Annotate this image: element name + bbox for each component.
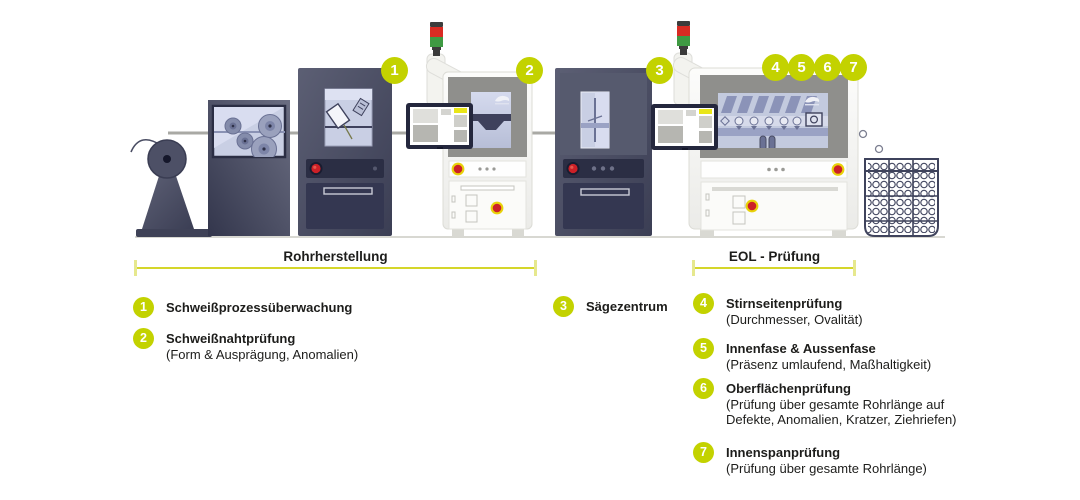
drawer-handle xyxy=(460,185,515,191)
saw-machine xyxy=(555,68,652,236)
legend-title-1: Schweißprozessüberwachung xyxy=(166,300,353,315)
legend-title-3: Sägezentrum xyxy=(586,299,668,314)
legend-num-3: 3 xyxy=(553,296,574,317)
legend-title-6: Oberflächenprüfung xyxy=(726,381,851,396)
legend-num-4: 4 xyxy=(693,293,714,314)
legend-sub-2: (Form & Ausprägung, Anomalien) xyxy=(166,346,359,362)
weld-sensor xyxy=(352,97,370,117)
drawer-handle xyxy=(323,187,373,195)
tube-basket-icon xyxy=(858,129,939,237)
marker-7: 7 xyxy=(840,54,867,81)
legend-sub-5: (Präsenz umlaufend, Maßhaltigkeit) xyxy=(726,356,932,372)
legend-num-5: 5 xyxy=(693,338,714,359)
control-band xyxy=(306,159,384,178)
forming-machine xyxy=(208,100,290,236)
legend-title-7: Innenspanprüfung xyxy=(726,445,841,460)
legend-sub-7: (Prüfung über gesamte Rohrlänge) xyxy=(726,460,927,476)
tube-end-icon xyxy=(874,144,884,154)
marker-3: 3 xyxy=(646,57,673,84)
marker-5: 5 xyxy=(788,54,815,81)
bracket-tick xyxy=(853,260,856,276)
tube-end-icon xyxy=(858,129,868,139)
control-band xyxy=(700,160,848,179)
marker-1: 1 xyxy=(381,57,408,84)
legend-num-6: 6 xyxy=(693,378,714,399)
bracket-line-production xyxy=(135,267,536,269)
legend-item-2: 2 Schweißnahtprüfung (Form & Ausprägung,… xyxy=(133,328,358,362)
forming-rollers xyxy=(214,114,285,157)
welding-torch xyxy=(325,102,351,130)
legend-item-6: 6 Oberflächenprüfung (Prüfung über gesam… xyxy=(693,378,957,428)
legend-num-7: 7 xyxy=(693,442,714,463)
legend-title-2: Schweißnahtprüfung xyxy=(166,331,296,346)
weld-inspection-machine xyxy=(442,71,533,236)
legend-item-7: 7 Innenspanprüfung (Prüfung über gesamte… xyxy=(693,442,927,476)
eol-inspection-machine xyxy=(688,67,859,236)
inspection-stations xyxy=(718,96,828,148)
bracket-label-production: Rohrherstellung xyxy=(283,249,388,264)
marker-6: 6 xyxy=(814,54,841,81)
legend-item-4: 4 Stirnseitenprüfung (Durchmesser, Ovali… xyxy=(693,293,863,327)
marker-2: 2 xyxy=(516,57,543,84)
legend-title-5: Innenfase & Aussenfase xyxy=(726,341,876,356)
legend-title-4: Stirnseitenprüfung xyxy=(726,296,843,311)
legend-num-2: 2 xyxy=(133,328,154,349)
bracket-line-eol xyxy=(693,267,856,269)
drawer-handle xyxy=(712,187,838,191)
legend-item-1: 1 Schweißprozessüberwachung xyxy=(133,297,352,318)
bracket-tick xyxy=(692,260,695,276)
legend-num-1: 1 xyxy=(133,297,154,318)
production-line-illustration xyxy=(130,20,945,238)
drawer-panel xyxy=(563,183,644,229)
camera-icon xyxy=(805,112,823,127)
legend-item-5: 5 Innenfase & Aussenfase (Präsenz umlauf… xyxy=(693,338,931,372)
legend-sub-6: (Prüfung über gesamte Rohrlänge auf Defe… xyxy=(726,396,957,428)
decoiler-coil-icon xyxy=(130,139,212,237)
drawer-handle xyxy=(580,188,630,196)
welding-machine xyxy=(298,68,392,236)
marker-4: 4 xyxy=(762,54,789,81)
legend-sub-4: (Durchmesser, Ovalität) xyxy=(726,311,863,327)
bracket-label-eol: EOL - Prüfung xyxy=(728,249,821,264)
bracket-tick xyxy=(534,260,537,276)
bracket-tick xyxy=(134,260,137,276)
legend-item-3: 3 Sägezentrum xyxy=(553,296,668,317)
